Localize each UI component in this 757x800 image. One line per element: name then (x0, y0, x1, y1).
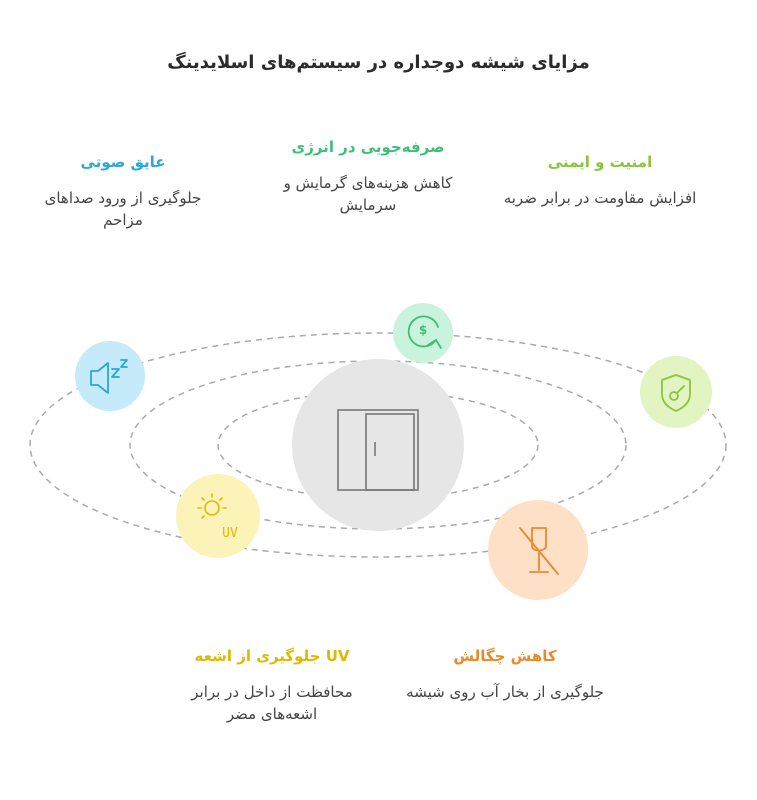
energy-node: $ (393, 303, 453, 363)
benefit-text: کاهش هزینه‌های گرمایش و سرمایش (283, 174, 453, 214)
benefit-heading: عایق صوتی (80, 153, 166, 171)
benefit-text: افزایش مقاومت در برابر ضربه (503, 189, 697, 207)
money-down-icon: $ (407, 315, 442, 349)
benefit-heading: کاهش چگالش (453, 647, 557, 665)
sliding-door-icon (337, 409, 419, 491)
diagram-title: مزایای شیشه دوجداره در سیستم‌های اسلایدی… (167, 52, 590, 73)
benefit-uv: UV جلوگیری از اشعه محافظت از داخل در برا… (172, 647, 372, 725)
uv-node: UV (176, 474, 260, 558)
sun-uv-icon: UV (197, 493, 238, 541)
svg-text:$: $ (419, 323, 427, 337)
svg-text:UV: UV (222, 526, 238, 541)
benefit-heading: امنیت و ایمنی (547, 153, 653, 171)
benefit-acoustic: عایق صوتی جلوگیری از ورود صداهای مزاحم (32, 153, 214, 231)
security-node (640, 356, 712, 428)
benefit-energy: صرفه‌جویی در انرژی کاهش هزینه‌های گرمایش… (278, 138, 458, 216)
outer-orbit (29, 332, 727, 558)
benefit-text: جلوگیری از بخار آب روی شیشه (406, 683, 604, 701)
benefit-heading: صرفه‌جویی در انرژی (291, 138, 445, 156)
center-hub (292, 359, 464, 531)
benefit-heading: UV جلوگیری از اشعه (194, 647, 350, 665)
benefit-text: محافظت از داخل در برابر اشعه‌های مضر (191, 683, 353, 723)
condensation-node (488, 500, 588, 600)
acoustic-node (75, 341, 145, 411)
benefit-text: جلوگیری از ورود صداهای مزاحم (44, 189, 202, 229)
shield-key-icon (661, 374, 691, 412)
speaker-snooze-icon (90, 359, 128, 394)
no-condensation-icon (519, 527, 559, 575)
benefit-security: امنیت و ایمنی افزایش مقاومت در برابر ضرب… (500, 153, 700, 209)
benefit-condensation: کاهش چگالش جلوگیری از بخار آب روی شیشه (405, 647, 605, 703)
